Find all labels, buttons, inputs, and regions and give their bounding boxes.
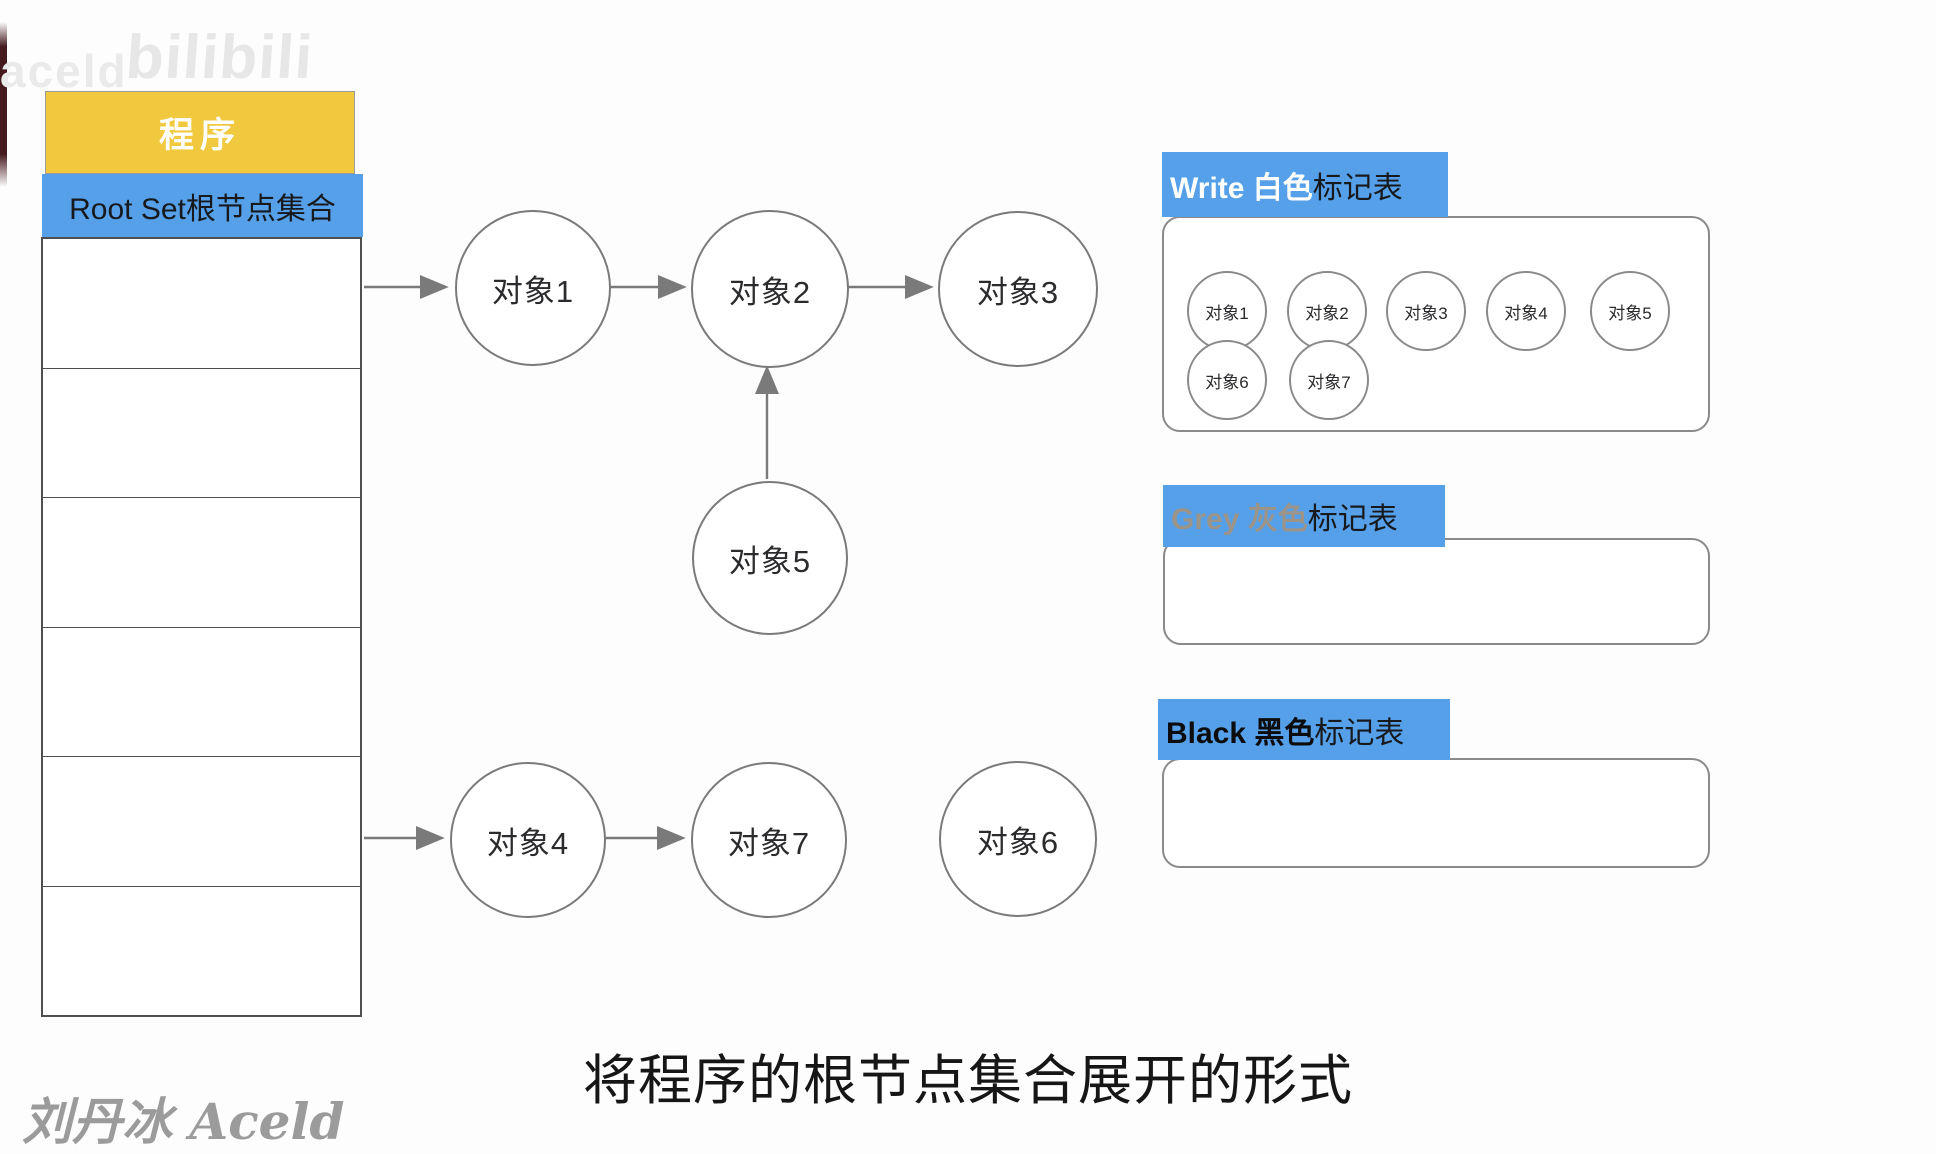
node-obj2-label: 对象2 (728, 274, 812, 310)
program-header: 程序 (45, 91, 355, 174)
node-obj5: 对象5 (692, 481, 848, 635)
program-header-label: 程序 (158, 116, 241, 155)
mini-node-obj7: 对象7 (1289, 340, 1369, 420)
node-obj7: 对象7 (691, 762, 847, 918)
node-obj6: 对象6 (939, 761, 1097, 917)
screen-edge-strip (0, 22, 7, 187)
mini-node-obj5: 对象5 (1590, 271, 1670, 351)
aceld-watermark: aceld (0, 45, 128, 97)
black-mark-header-suffix: 标记表 (1314, 716, 1405, 750)
node-obj5-label: 对象5 (728, 543, 812, 579)
mini-node-obj2: 对象2 (1287, 271, 1367, 351)
stack-row (43, 497, 360, 627)
graph-edges-layer (364, 275, 934, 850)
node-obj2: 对象2 (691, 210, 849, 368)
black-mark-table-box (1162, 758, 1710, 868)
white-mark-header-suffix: 标记表 (1312, 171, 1403, 205)
mini-node-obj4-label: 对象4 (1504, 303, 1548, 323)
mini-node-obj2-label: 对象2 (1305, 303, 1349, 323)
black-mark-header-en: Black 黑色 (1166, 716, 1315, 750)
root-set-stack-table (41, 237, 362, 1017)
grey-mark-header-suffix: 标记表 (1307, 503, 1398, 536)
node-obj3-label: 对象3 (976, 274, 1060, 310)
stack-row (43, 885, 360, 1016)
grey-mark-header-en: Grey 灰色 (1171, 503, 1308, 536)
node-obj6-label: 对象6 (976, 824, 1060, 860)
stack-row (43, 626, 360, 757)
root-set-label: Root Set根节点集合 (69, 192, 336, 226)
mini-node-obj4: 对象4 (1486, 271, 1566, 351)
stack-row (43, 367, 360, 498)
mini-node-obj6: 对象6 (1187, 340, 1267, 420)
mini-node-obj5-label: 对象5 (1608, 303, 1652, 323)
white-mark-table-header: Write 白色标记表 (1162, 152, 1448, 217)
node-obj1: 对象1 (455, 210, 611, 366)
grey-mark-table-box (1163, 538, 1710, 645)
stack-row (43, 756, 360, 886)
screenshot-root: { "watermarks": { "brand_small": "aceld"… (0, 22, 1710, 1151)
node-obj3: 对象3 (938, 211, 1098, 367)
caption-text: 将程序的根节点集合展开的形式 (583, 1051, 1353, 1111)
mini-node-obj7-label: 对象7 (1307, 372, 1351, 392)
mini-node-obj6-label: 对象6 (1205, 372, 1249, 392)
grey-mark-table-header: Grey 灰色标记表 (1163, 485, 1445, 547)
node-obj4-label: 对象4 (486, 825, 570, 861)
mini-node-obj1: 对象1 (1187, 271, 1267, 351)
mini-node-obj1-label: 对象1 (1205, 303, 1249, 323)
node-obj1-label: 对象1 (491, 273, 575, 309)
black-mark-table-header: Black 黑色标记表 (1158, 699, 1450, 760)
white-mark-header-en: Write 白色 (1170, 171, 1313, 205)
white-mark-table-box: 对象1 对象2 对象3 对象4 对象5 对象6 对象7 (1162, 216, 1710, 432)
node-obj4: 对象4 (450, 762, 606, 918)
root-set-bar: Root Set根节点集合 (42, 174, 363, 237)
mini-node-obj3-label: 对象3 (1404, 303, 1448, 323)
node-obj7-label: 对象7 (727, 825, 811, 861)
mini-node-obj3: 对象3 (1386, 271, 1466, 351)
